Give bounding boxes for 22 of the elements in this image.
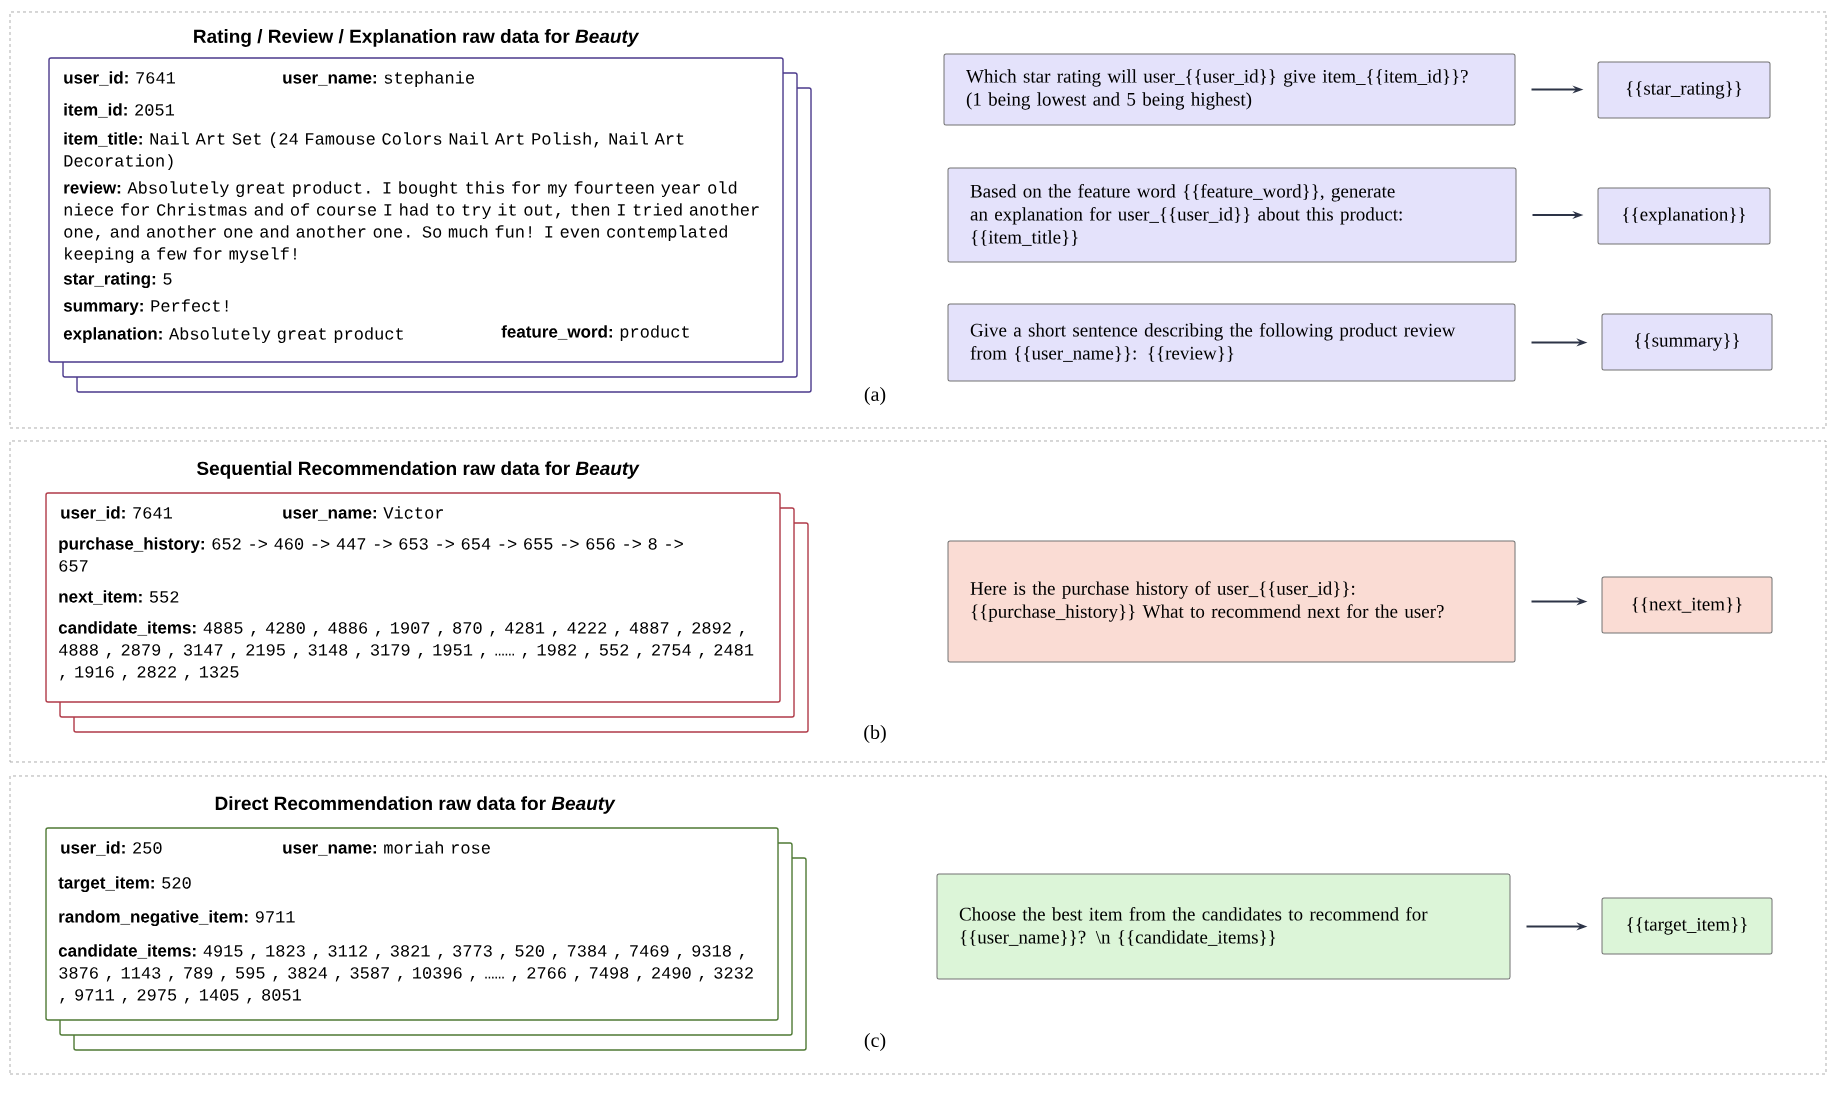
field-text: user_id: 7641 bbox=[64, 71, 175, 86]
output-box: {{star_rating}} bbox=[1597, 61, 1771, 119]
card-title: Sequential Recommendation raw data for Beauty bbox=[197, 461, 640, 479]
output-box: {{explanation}} bbox=[1597, 187, 1771, 245]
output-box: {{target_item}} bbox=[1601, 897, 1773, 955]
field-text: user_name: moriah rose bbox=[283, 841, 490, 856]
output-box: {{summary}} bbox=[1601, 313, 1773, 371]
field-text: user_id: 7641 bbox=[61, 506, 172, 521]
prompt-box: Here is the purchase history of user_{{user_id}}: {{purchase_history}} What to recommend next for the user? bbox=[947, 540, 1516, 663]
field-text: user_name: Victor bbox=[283, 506, 443, 521]
field-text: user_name: stephanie bbox=[283, 71, 474, 88]
output-box: {{next_item}} bbox=[1601, 576, 1773, 634]
prompt-box: Which star rating will user_{{user_id}} give item_{{item_id}}? (1 being lowest and 5 being highest) bbox=[943, 53, 1516, 126]
card-title: Direct Recommendation raw data for Beauty bbox=[215, 796, 616, 814]
panel-label: (b) bbox=[864, 724, 886, 744]
field-text: user_id: 250 bbox=[61, 841, 162, 856]
panel-label: (c) bbox=[864, 1032, 886, 1052]
prompt-box: Give a short sentence describing the following product review from {{user_name}}: {{review}} bbox=[947, 303, 1516, 382]
prompt-box: Based on the feature word {{feature_word}}, generate an explanation for user_{{user_id}} about this product: {{item_title}} bbox=[947, 167, 1517, 263]
prompt-box: Choose the best item from the candidates to recommend for {{user_name}}? \n {{candidate_items}} bbox=[936, 873, 1511, 980]
card-title: Rating / Review / Explanation raw data for Beauty bbox=[194, 29, 640, 47]
panel-label: (a) bbox=[864, 386, 886, 406]
